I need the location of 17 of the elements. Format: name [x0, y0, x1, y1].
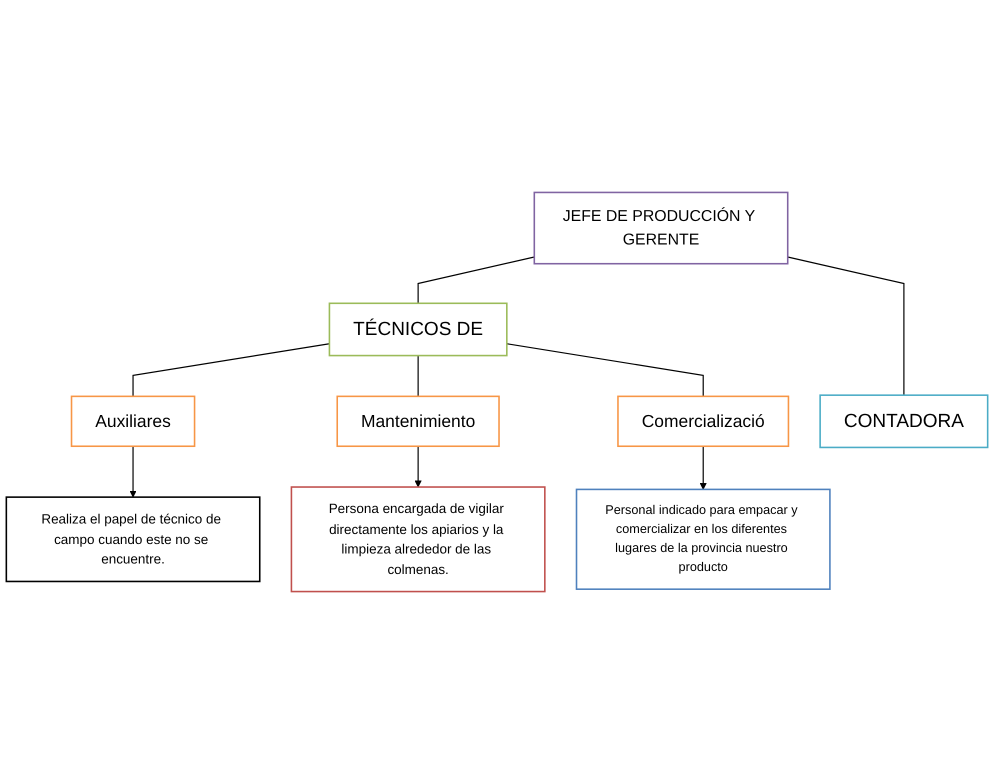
node-box: Mantenimiento [336, 396, 500, 448]
node-box: Persona encargada de vigilar directamente los apiarios y la limpieza alrededor de las colmenas. [290, 486, 546, 592]
connector [506, 343, 704, 396]
node-box: TÉCNICOS DE [328, 302, 508, 356]
node-box: Auxiliares [70, 396, 196, 448]
node-box: JEFE DE PRODUCCIÓN Y GERENTE [534, 192, 788, 264]
arrow [700, 446, 707, 490]
connector [132, 343, 330, 396]
node-box: Realiza el papel de técnico de campo cuando este no se encuentre. [6, 496, 261, 582]
node-box: Comercializació [617, 396, 790, 448]
connector [418, 356, 419, 396]
node-box: CONTADORA [819, 394, 988, 448]
connector [418, 256, 534, 304]
connector [788, 256, 904, 396]
node-box: Personal indicado para empacar y comercializar en los diferentes lugares de la provincia nuestro producto [576, 488, 831, 590]
arrow [414, 446, 422, 488]
arrow [130, 446, 137, 498]
